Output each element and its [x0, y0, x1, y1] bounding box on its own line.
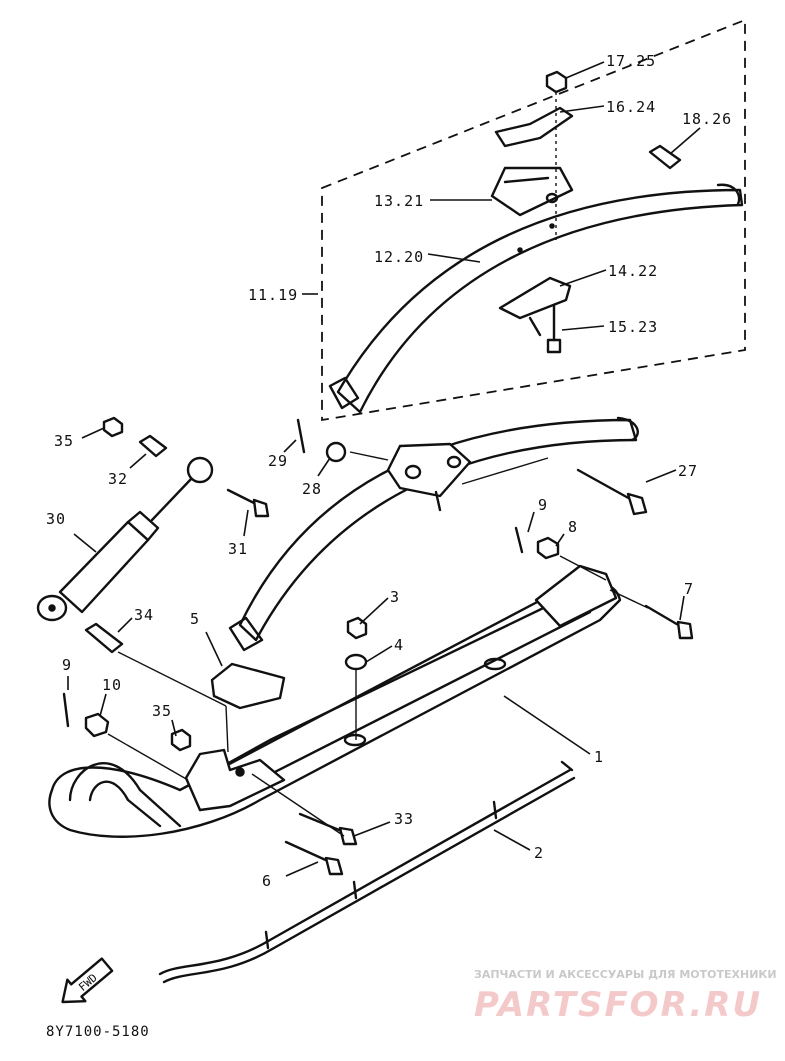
assembly-boundary-dashed: [321, 18, 746, 422]
spring-seat-upper: [490, 166, 574, 217]
ski-front-bracket: [184, 748, 286, 812]
callout-labels: 17.25 16.24 18.26 13.21 12.20 14.22 11.1…: [46, 52, 732, 890]
spring-plate-lower: [498, 276, 572, 337]
callout-35-lower: 35: [152, 702, 172, 720]
callout-1: 1: [594, 748, 604, 766]
shock-nut: [102, 416, 124, 438]
callout-27: 27: [678, 462, 698, 480]
cotter-pin-right: [514, 526, 524, 554]
callout-13-21: 13.21: [374, 192, 424, 210]
ski-runner: [158, 760, 576, 984]
callout-33: 33: [394, 810, 414, 828]
callout-2: 2: [534, 844, 544, 862]
callout-12-20: 12.20: [374, 248, 424, 266]
callout-14-22: 14.22: [608, 262, 658, 280]
spring-stopper: [210, 662, 286, 710]
top-nut: [545, 70, 568, 94]
shock-absorber: [36, 456, 214, 622]
long-bolt: [576, 468, 648, 516]
callout-5: 5: [190, 610, 200, 628]
callout-34: 34: [134, 606, 154, 624]
callout-15-23: 15.23: [608, 318, 658, 336]
spring-mount-bracket: [386, 442, 472, 512]
rear-bolt: [644, 604, 694, 640]
ski-handle-loop: [68, 762, 182, 828]
drawing-code: 8Y7100-5180: [46, 1024, 150, 1040]
upper-leaf-spring: [328, 183, 744, 414]
callout-32: 32: [108, 470, 128, 488]
cotter-pin-left: [62, 692, 70, 728]
front-bolt-upper: [298, 812, 358, 846]
callout-28: 28: [302, 480, 322, 498]
front-bolt-lower: [284, 840, 344, 876]
callout-leaders: [67, 61, 701, 877]
forward-direction-arrow-icon: FWD: [61, 957, 114, 1004]
callout-35-top: 35: [54, 432, 74, 450]
washer-upper: [325, 441, 347, 463]
callout-8: 8: [568, 518, 578, 536]
spring-bushing: [648, 144, 682, 170]
callout-9-left: 9: [62, 656, 72, 674]
clamp-plate: [494, 106, 574, 148]
callout-17-25: 17.25: [606, 52, 656, 70]
callout-9-right: 9: [538, 496, 548, 514]
callout-29: 29: [268, 452, 288, 470]
shock-bushing: [138, 434, 168, 458]
callout-30: 30: [46, 510, 66, 528]
callout-16-24: 16.24: [606, 98, 656, 116]
front-nut: [84, 712, 110, 738]
lower-bushing: [84, 622, 124, 654]
watermark-subtitle: ЗАПЧАСТИ И АКСЕССУАРЫ ДЛЯ МОТОТЕХНИКИ: [474, 968, 777, 981]
callout-6: 6: [262, 872, 272, 890]
rear-nut: [536, 536, 560, 560]
center-washer: [344, 653, 368, 671]
callout-3: 3: [390, 588, 400, 606]
callout-7: 7: [684, 580, 694, 598]
cotter-pin-upper: [296, 418, 306, 454]
shock-bolt: [226, 488, 270, 518]
watermark: ЗАПЧАСТИ И АКСЕССУАРЫ ДЛЯ МОТОТЕХНИКИ PA…: [474, 968, 777, 1025]
callout-11-19: 11.19: [248, 286, 298, 304]
callout-31: 31: [228, 540, 248, 558]
watermark-brand: PARTSFOR.RU: [474, 985, 762, 1025]
plate-bolt: [546, 303, 562, 354]
callout-10: 10: [102, 676, 122, 694]
callout-18-26: 18.26: [682, 110, 732, 128]
callout-4: 4: [394, 636, 404, 654]
ski-rear-bracket: [534, 564, 618, 628]
